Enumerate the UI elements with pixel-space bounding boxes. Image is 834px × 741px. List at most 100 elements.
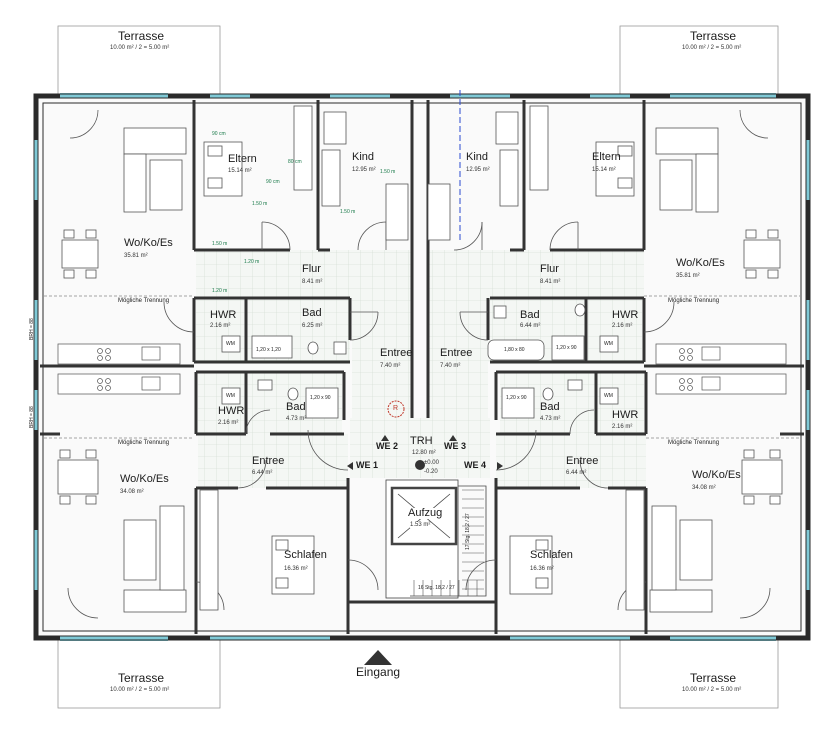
- room-wokoes-br-name: Wo/Ko/Es: [692, 469, 741, 481]
- room-hwr-tr-area: 2.16 m²: [612, 323, 633, 329]
- dim-label-5: 1.50 m: [212, 241, 228, 247]
- we1-marker: [347, 462, 353, 470]
- room-aufzug-name: Aufzug: [408, 507, 443, 519]
- room-hwr-tl-name: HWR: [210, 309, 237, 321]
- room-eltern-l-name: Eltern: [228, 153, 257, 165]
- unit-we1-label: WE 1: [356, 460, 379, 470]
- separation-note-bl: Mögliche Trennung: [118, 440, 170, 446]
- bathtub-label: 1,80 x 80: [504, 347, 525, 353]
- flur-right-floor: [428, 250, 644, 298]
- entree-left-floor: [352, 298, 412, 418]
- separation-note-tl: Mögliche Trennung: [118, 298, 170, 304]
- we2-marker: [381, 435, 389, 441]
- room-entree-tl-name: Entree: [380, 347, 413, 359]
- dim-label-3: 80 cm: [288, 159, 302, 165]
- stairwell: [385, 479, 487, 599]
- terrace-bl-label: Terrasse: [118, 671, 165, 685]
- entrance-markers: [347, 435, 503, 665]
- dim-label-6: 1.50 m: [340, 209, 356, 215]
- terrace-tr-area: 10.00 m² / 2 = 5.00 m²: [682, 45, 742, 51]
- wm-label-tl: WM: [226, 341, 235, 347]
- entree-right-floor: [428, 298, 488, 418]
- door-swings: [67, 109, 771, 619]
- room-eltern-r-area: 15.14 m²: [592, 167, 616, 173]
- separation-note-br: Mögliche Trennung: [668, 440, 720, 446]
- shower-bl-label: 1,20 x 90: [310, 395, 331, 401]
- room-bad-br-name: Bad: [540, 401, 560, 413]
- level-marker: [415, 460, 425, 470]
- room-hwr-br-area: 2.16 m²: [612, 424, 633, 430]
- room-wokoes-bl-name: Wo/Ko/Es: [120, 473, 169, 485]
- room-entree-bl-area: 6.44 m²: [252, 470, 273, 476]
- terrace-tr-label: Terrasse: [690, 29, 737, 43]
- room-hwr-tr-name: HWR: [612, 309, 639, 321]
- room-wokoes-tl-area: 35.81 m²: [124, 253, 148, 259]
- room-wokoes-tl-name: Wo/Ko/Es: [124, 237, 173, 249]
- room-flur-r-area: 8.41 m²: [540, 279, 561, 285]
- room-bad-bl-area: 4.73 m²: [286, 416, 307, 422]
- room-entree-br-area: 6.44 m²: [566, 470, 587, 476]
- room-schlafen-l-name: Schlafen: [284, 549, 327, 561]
- interior-walls: [40, 100, 804, 634]
- terrace-br-label: Terrasse: [690, 671, 737, 685]
- unit-we2-label: WE 2: [376, 441, 399, 451]
- shower-tr-label: 1,20 x 90: [556, 345, 577, 351]
- room-hwr-bl-name: HWR: [218, 405, 245, 417]
- shower-br-label: 1,20 x 90: [506, 395, 527, 401]
- terrace-tl-area: 10.00 m² / 2 = 5.00 m²: [110, 45, 170, 51]
- windows: [34, 94, 810, 640]
- terrace-tl-label: Terrasse: [118, 29, 165, 43]
- terrace-top-right: [619, 25, 779, 95]
- dim-label-2: 90 cm: [266, 179, 280, 185]
- unit-we4-label: WE 4: [464, 460, 487, 470]
- room-bad-tl-area: 6.25 m²: [302, 323, 323, 329]
- stair-label-bottom: 16 Stg. 18,2 / 27: [418, 585, 455, 591]
- room-kind-l-area: 12.95 m²: [352, 167, 376, 173]
- dim-label-9: 1.20 m: [212, 288, 228, 294]
- wm-label-bl: WM: [226, 393, 235, 399]
- room-entree-tr-name: Entree: [440, 347, 473, 359]
- room-entree-br-name: Entree: [566, 455, 599, 467]
- furniture: [57, 105, 783, 613]
- side-note-lower: BRH = 88: [29, 406, 35, 428]
- dim-label-4: 1.50 m: [252, 201, 268, 207]
- stair-steps: [413, 489, 484, 596]
- room-trh-area: 12.80 m²: [412, 450, 436, 456]
- we4-marker: [497, 462, 503, 470]
- wm-label-br: WM: [604, 393, 613, 399]
- room-flur-r-name: Flur: [540, 263, 559, 275]
- terrace-top-left: [57, 25, 221, 95]
- room-bad-tr-name: Bad: [520, 309, 540, 321]
- terrace-br-area: 10.00 m² / 2 = 5.00 m²: [682, 687, 742, 693]
- entrance-arrow: [364, 650, 392, 665]
- dim-label-8: 1.20 m: [244, 259, 260, 265]
- level-minus-label: -0.20: [424, 469, 438, 475]
- room-aufzug-area: 1.53 m²: [410, 522, 431, 528]
- dim-label-1: 90 cm: [212, 131, 226, 137]
- room-entree-tl-area: 7.40 m²: [380, 363, 401, 369]
- dim-label-7: 1.50 m: [380, 169, 396, 175]
- terrace-bottom-right: [619, 639, 779, 709]
- stair-label-side: 17 Stg. 18,2 / 27: [465, 513, 471, 550]
- room-schlafen-r-area: 16.36 m²: [530, 566, 554, 572]
- room-trh-name: TRH: [410, 435, 433, 447]
- outer-wall: [33, 93, 811, 641]
- smoke-detector-ring: [387, 400, 405, 418]
- room-hwr-br-name: HWR: [612, 409, 639, 421]
- room-kind-l-name: Kind: [352, 151, 375, 163]
- room-hwr-bl-area: 2.16 m²: [218, 420, 239, 426]
- flur-left-floor: [196, 250, 412, 298]
- room-wokoes-bl-area: 34.08 m²: [120, 489, 144, 495]
- room-bad-tr-area: 6.44 m²: [520, 323, 541, 329]
- room-eltern-l-area: 15.14 m²: [228, 168, 252, 174]
- kitchens: [57, 343, 787, 395]
- level-plus-label: ±0.00: [424, 460, 439, 466]
- side-note-upper: BRH = 88: [29, 318, 35, 340]
- room-wokoes-br-area: 34.08 m²: [692, 485, 716, 491]
- entrance-label: Eingang: [356, 665, 401, 679]
- smoke-detector-label: R: [393, 405, 399, 412]
- kitchen-hobs: [97, 346, 721, 391]
- room-wokoes-tr-name: Wo/Ko/Es: [676, 257, 725, 269]
